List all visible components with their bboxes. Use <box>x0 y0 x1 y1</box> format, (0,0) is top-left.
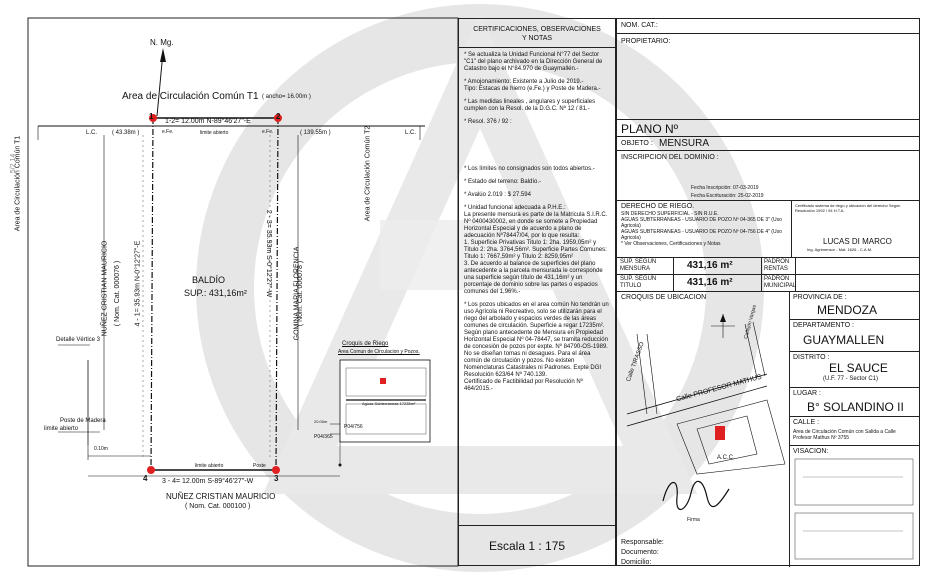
lugar-label: LUGAR : <box>793 390 822 397</box>
inscripcion: INSCRIPCION DEL DOMINIO : <box>621 154 719 161</box>
signature <box>662 480 730 510</box>
notes-header: CERTIFICACIONES, OBSERVACIONES Y NOTAS <box>459 25 615 48</box>
p04-365: P04/365 <box>314 434 333 440</box>
provincia-value: MENDOZA <box>817 303 877 317</box>
aguas-sub: Aguas Subterraneas 17235m² <box>362 401 416 406</box>
croquis-ubicacion: CROQUIS DE UBICACION <box>621 294 707 301</box>
calle-label: CALLE : <box>793 419 820 426</box>
firma-label: Firma <box>687 517 700 523</box>
nunez-horizontal: NUÑEZ CRISTIAN MAURICIO <box>166 492 276 501</box>
riego-lines: SIN DERECHO SUPERFICIAL - SIN R.U.E. AGU… <box>621 211 782 247</box>
area-title: Area de Circulación Común T1 <box>122 91 259 102</box>
vertical-area-right: Area de Circulación Común T2 <box>364 125 372 222</box>
notes-list: * Se actualiza la Unidad Funcional N°77 … <box>459 48 615 403</box>
limite-1: limite abierto <box>200 130 229 136</box>
sup-mensura-value: 431,16 m² <box>687 260 733 271</box>
vertex-3: 3 <box>274 474 279 483</box>
note-item: * Avalúo 2.019 : $ 27.594 <box>464 192 531 198</box>
nunez-horizontal-cat: ( Nom. Cat. 000100 ) <box>185 503 251 510</box>
plano-no: PLANO Nº <box>621 122 679 136</box>
efe-2: e.Fe. <box>262 129 274 135</box>
gomina-cat: ( Nom. Cat. 000078 ) <box>297 260 305 327</box>
p04-756: P04/756 <box>344 424 363 430</box>
vertex-2: 2 <box>276 112 281 121</box>
note-item: * Se actualiza la Unidad Funcional N°77 … <box>464 52 603 72</box>
distrito-label: DISTRITO : <box>793 354 830 361</box>
nunez-vertical-cat: ( Nom. Cat. 000076 ) <box>114 260 122 327</box>
note-item: * Resol. 376 / 92 : <box>464 119 512 125</box>
notes-panel: CERTIFICACIONES, OBSERVACIONES Y NOTAS *… <box>458 18 616 566</box>
baldio-label: BALDÍO <box>192 275 226 285</box>
survey-drawing <box>27 17 459 567</box>
objeto-label: OBJETO : <box>621 140 653 147</box>
objeto-value: MENSURA <box>659 138 710 149</box>
distrito-value: EL SAUCE <box>829 361 888 375</box>
vertex-4: 4 <box>143 474 148 483</box>
croquis-riego-sub: Area Comun de Circulacion y Pozos. <box>338 349 420 355</box>
vertical-area-left: Area de Circulación Común T1 <box>14 135 22 232</box>
lc-right-val: ( 139.55m ) <box>300 130 331 136</box>
sup-titulo-value: 431,16 m² <box>687 277 733 288</box>
nunez-vertical: NUÑEZ CRISTIAN MAURICIO <box>101 240 109 337</box>
location-sketch <box>626 314 786 475</box>
acc-label: A.C.C. <box>717 455 735 461</box>
visacion-stamp <box>794 458 914 560</box>
profesional-name: LUCAS DI MARCO <box>823 237 892 246</box>
note-item: * Los límites no consignados son todos a… <box>464 166 595 172</box>
departamento-value: GUAYMALLEN <box>803 333 885 347</box>
sup-titulo-label: SUP. SEGUN TITULO <box>620 276 657 289</box>
side-3-4: 3 - 4= 12.00m S-89°46'27"-W <box>162 478 254 485</box>
departamento-label: DEPARTAMENTO : <box>793 322 854 329</box>
profesional-sub: Ing. Agrimensor - Mat. 1626 - C.A.M. <box>807 247 873 252</box>
dist-2000: 20.00m <box>314 419 328 424</box>
propietario: PROPIETARIO: <box>621 38 671 45</box>
dist-010: 0.10m <box>94 446 108 452</box>
limite-3: limite abierto <box>195 463 224 469</box>
efe-1: e.Fe. <box>162 129 174 135</box>
nom-cat: NOM. CAT.: <box>621 22 658 29</box>
side-2-3: 2 - 3= 35.93m S-0°12'27"-W <box>265 209 273 298</box>
title-block: NOM. CAT.: PROPIETARIO: PLANO Nº OBJETO … <box>616 18 920 567</box>
lugar-value: B° SOLANDINO II <box>807 400 904 414</box>
lc-left: L.C. <box>86 130 98 136</box>
lc-right: L.C. <box>405 130 417 136</box>
vertex-1: 1 <box>149 112 154 121</box>
domicilio-label: Domicilio: <box>621 559 652 566</box>
lc-left-val: ( 43.38m ) <box>112 130 140 136</box>
croquis-riego-title: Croquis de Riego <box>342 341 389 347</box>
note-item: * Los pozos ubicados en el area común No… <box>464 302 609 392</box>
limite-abierto-detail: limite abierto <box>44 426 79 432</box>
side-1-2: 1-2= 12.00m N-89°46'27"-E <box>165 118 251 125</box>
note-item: * Unidad funcional adecuada a P.H.E.: La… <box>464 205 608 295</box>
note-item: * Las medidas lineales , angulares y sup… <box>464 99 596 112</box>
padron-municipal: PADRON MUNICIPAL <box>764 276 797 289</box>
calle-value: Area de Circulación Común con Salida a C… <box>793 429 896 441</box>
fecha-inscripcion: Fecha Inscripción: 07-03-2019 <box>691 185 759 191</box>
poste-madera: Poste de Madera <box>60 418 106 424</box>
escala-label: Escala 1 : 175 <box>489 539 566 553</box>
margin-note: 5/2 14 <box>10 153 18 174</box>
sup-mensura-label: SUP. SEGUN MENSURA <box>620 259 657 272</box>
watermark-logo <box>196 4 764 572</box>
detalle-vertice: Detalle Vértice 3 <box>56 337 101 343</box>
certificado-riego: Certificado sistema de riego y ubicación… <box>795 203 901 213</box>
sup-label: SUP.: 431,16m² <box>184 288 247 298</box>
side-4-1: 4 - 1= 35.93m N-0°12'27"-E <box>134 240 142 327</box>
note-item: * Estado del terreno: Baldío.- <box>464 179 542 185</box>
documento-label: Documento: <box>621 549 659 556</box>
derecho-riego: DERECHO DE RIEGO. <box>621 203 695 210</box>
fecha-escrituracion: Fecha Escrituración: 25-02-2019 <box>691 193 764 199</box>
note-item: * Amojonamiento: Existente a Julio de 20… <box>464 79 601 92</box>
responsable-label: Responsable: <box>621 539 664 546</box>
poste-label: Poste <box>253 463 266 469</box>
provincia-label: PROVINCIA DE : <box>793 294 847 301</box>
north-label: N. Mg. <box>150 38 174 47</box>
padron-rentas: PADRON RENTAS <box>764 259 790 272</box>
visacion-label: VISACION: <box>793 448 829 455</box>
area-width: ( ancho= 16.00m ) <box>262 94 311 100</box>
distrito-sub: (U.F. 77 - Sector C1) <box>823 376 879 382</box>
